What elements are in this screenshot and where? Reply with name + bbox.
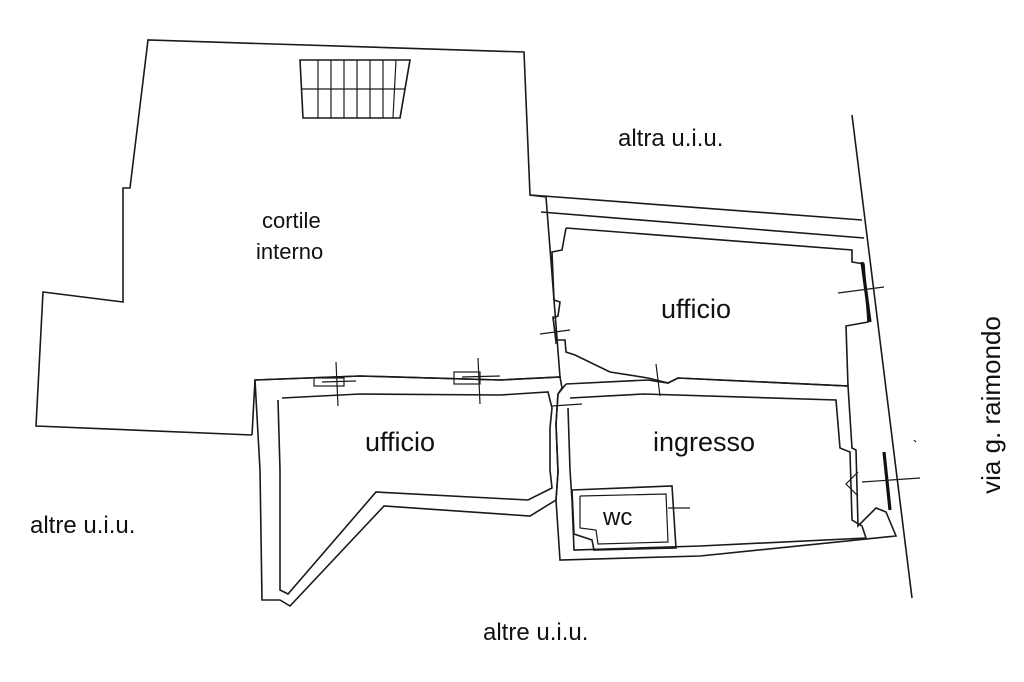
office-left-outer bbox=[254, 375, 563, 608]
entrance-arrow bbox=[845, 471, 859, 497]
courtyard-label-line2: interno bbox=[256, 239, 324, 264]
street-label: via g. raimondo bbox=[975, 316, 1006, 494]
office-left-windows bbox=[313, 357, 501, 407]
office-entrance-door-mark-2 bbox=[655, 363, 661, 397]
other-units-left-label: altre u.i.u. bbox=[30, 512, 136, 539]
office-left-label: ufficio bbox=[365, 427, 436, 457]
other-unit-top-label: altra u.i.u. bbox=[618, 125, 724, 152]
entrance-label: ingresso bbox=[653, 427, 756, 457]
office-entrance-door-mark bbox=[551, 403, 583, 407]
other-units-bottom-label: altre u.i.u. bbox=[483, 619, 589, 646]
street-line bbox=[851, 114, 913, 599]
courtyard-label-line1: cortile bbox=[262, 208, 321, 233]
entrance-walls bbox=[555, 377, 898, 561]
boundary-top bbox=[529, 194, 863, 221]
main-entrance-window bbox=[882, 451, 892, 511]
office-right-label: ufficio bbox=[661, 294, 732, 324]
courtyard-outline bbox=[35, 39, 561, 436]
staircase bbox=[299, 59, 411, 119]
wc-label: wc bbox=[603, 504, 633, 531]
boundary-top-inner bbox=[540, 211, 865, 239]
wc-inner bbox=[579, 493, 669, 545]
wc-walls bbox=[571, 485, 677, 551]
office-right-window bbox=[860, 261, 872, 323]
office-left-inner bbox=[277, 391, 553, 595]
